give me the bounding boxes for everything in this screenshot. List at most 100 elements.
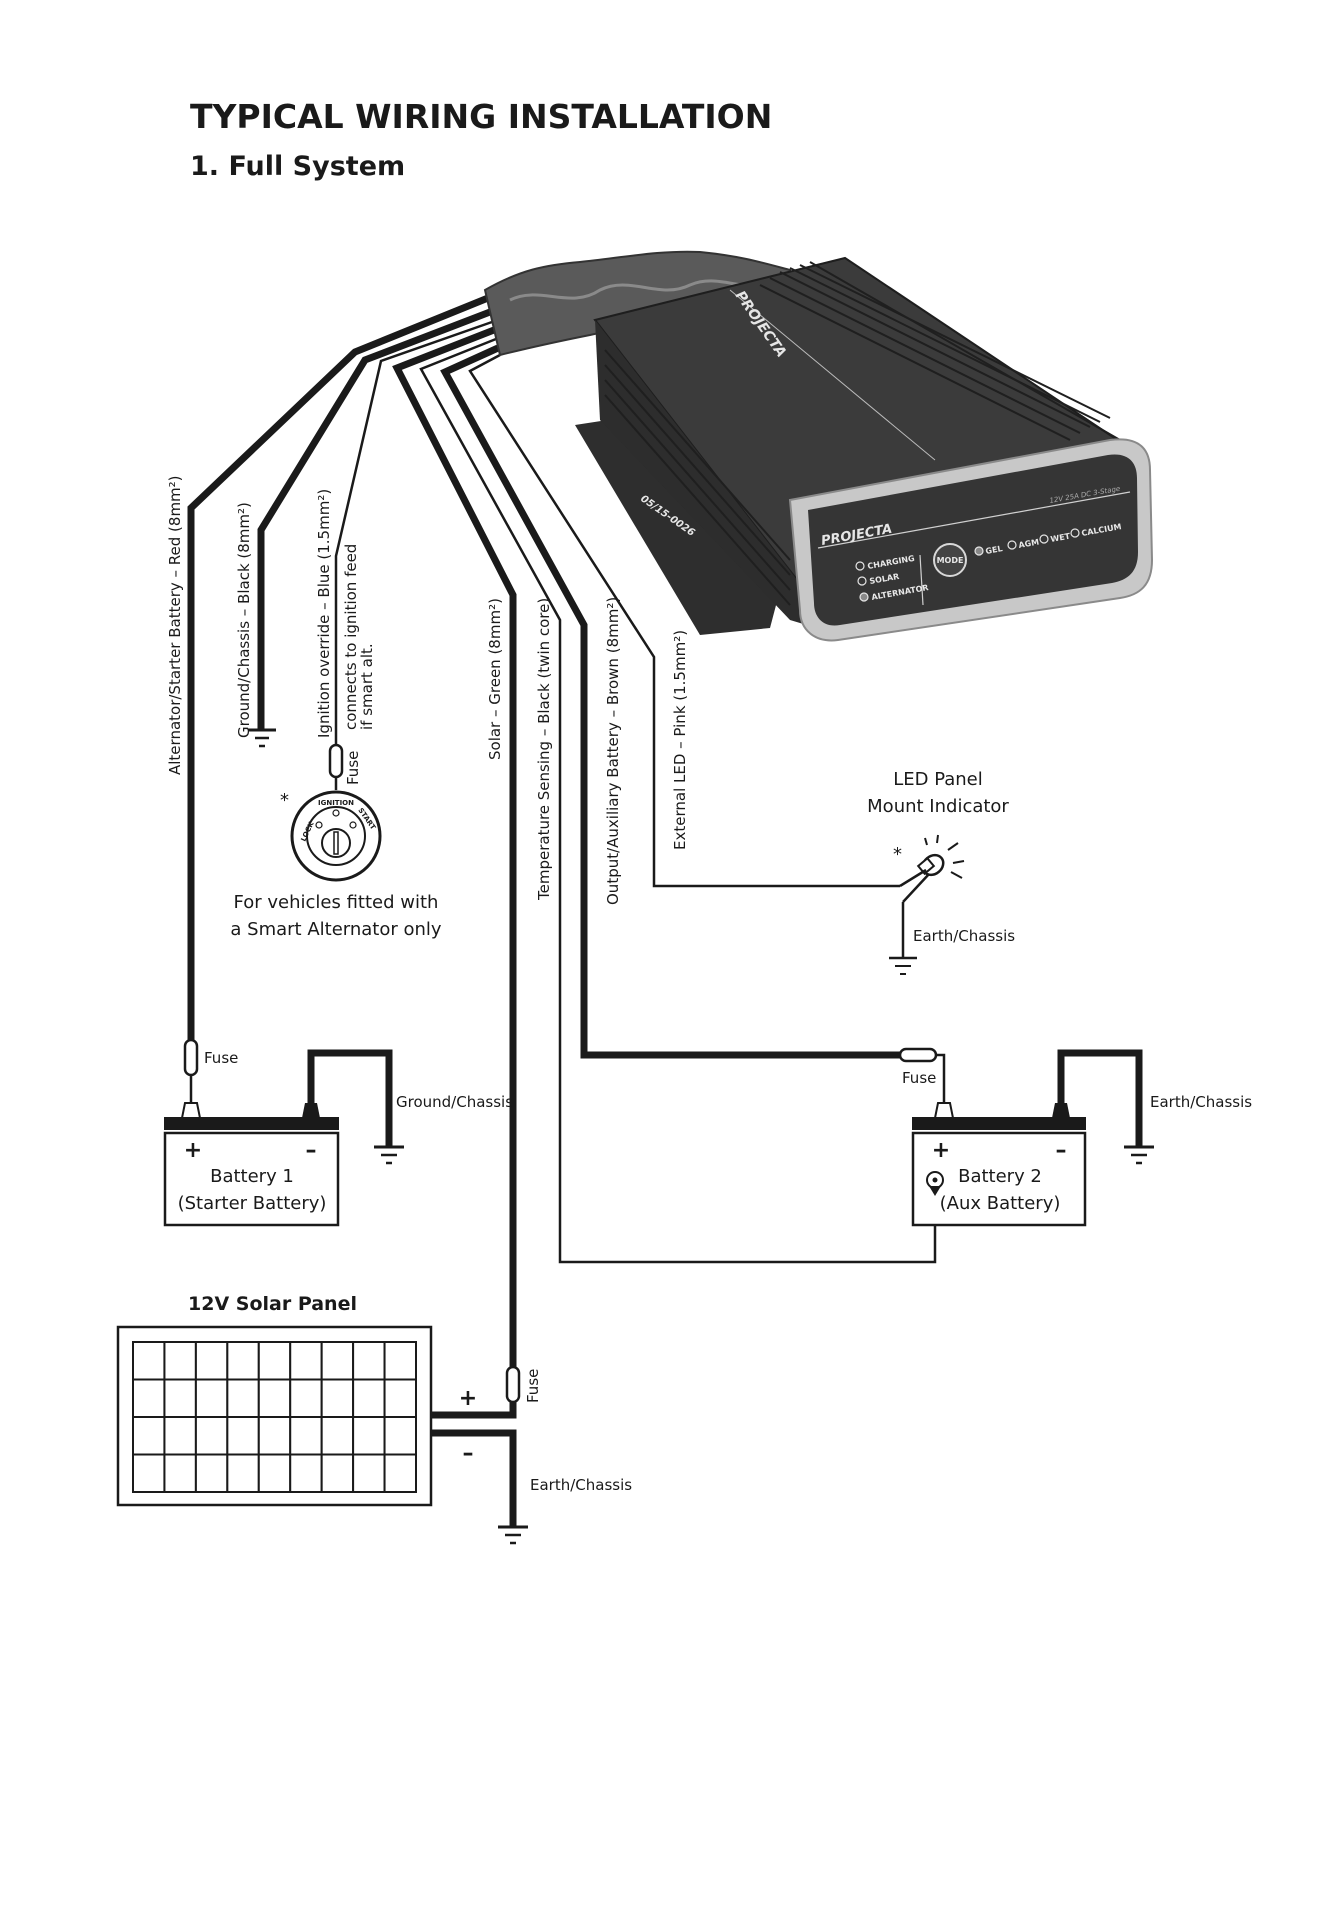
solar-cell [257,1378,292,1418]
solar-cell [163,1341,197,1381]
solar-panel-grid [132,1341,417,1493]
ground-symbol-solar [498,1525,528,1545]
led-indicator-icon[interactable] [899,834,965,903]
battery2-fuse-label: Fuse [902,1069,936,1087]
wire-temperature [419,337,937,1264]
ground-symbol-led [889,956,917,975]
solar-cell [257,1416,292,1456]
wire-bundle [187,294,937,1380]
ground-symbol-battery2 [1124,1145,1154,1165]
fuse-icon [328,743,344,779]
led-title-1: LED Panel [893,769,983,790]
label-ignition-note-2: if smart alt. [358,643,376,730]
battery1-pos-terminal [180,1102,202,1119]
solar-cell [289,1416,323,1456]
battery1-top [164,1117,339,1130]
solar-plus: + [459,1386,477,1411]
ignition-caption-1: For vehicles fitted with [234,892,439,913]
label-wire-alternator: Alternator/Starter Battery – Red (8mm²) [166,475,184,775]
battery1-fuse-label: Fuse [204,1049,238,1067]
battery2-ground-label: Earth/Chassis [1150,1093,1252,1111]
battery1-case [163,1131,340,1227]
label-wire-output: Output/Auxiliary Battery – Brown (8mm²) [604,597,622,905]
label-wire-external-led: External LED – Pink (1.5mm²) [671,630,689,850]
label-wire-temperature: Temperature Sensing – Black (twin core) [535,598,553,901]
solar-cell [257,1453,292,1493]
battery2-pos-terminal [933,1102,955,1119]
heat-fins [604,261,1121,606]
led-asterisk: * [893,844,902,865]
page-title: TYPICAL WIRING INSTALLATION [190,97,772,136]
label-wire-ground: Ground/Chassis – Black (8mm²) [235,502,253,738]
solar-cell [289,1453,323,1493]
led-title-2: Mount Indicator [867,796,1009,817]
battery2-minus: – [1056,1138,1067,1163]
ignition-asterisk: * [280,790,289,811]
wire-output [440,344,905,1059]
label-wire-ignition: Ignition override – Blue (1.5mm²) [315,489,333,738]
solar-cell [289,1341,323,1381]
solar-cell [320,1453,355,1493]
solar-cell [163,1378,197,1418]
solar-cell [383,1378,417,1418]
solar-cell [352,1453,386,1493]
solar-minus: – [463,1441,474,1466]
type-led-gel: GEL [974,544,1003,556]
solar-cell [132,1453,166,1493]
solar-cell [132,1378,166,1418]
solar-cell [320,1378,355,1418]
solar-cell [194,1378,229,1418]
solar-cell [352,1416,386,1456]
label-wire-solar: Solar – Green (8mm²) [486,598,504,760]
battery1-ground-label: Ground/Chassis [396,1093,513,1111]
battery1-minus: – [306,1138,317,1163]
battery1-name-2: (Starter Battery) [178,1193,327,1214]
solar-cell [383,1453,417,1493]
solar-cell [194,1453,229,1493]
cable-boot [483,250,797,357]
temperature-sensor-icon [926,1171,944,1196]
solar-cell [320,1416,355,1456]
battery2-top [912,1117,1086,1130]
mode-button[interactable]: MODE [933,543,967,577]
battery1-fuse-icon [183,1038,199,1077]
svg-text:WET: WET [1050,532,1072,544]
solar-cell [163,1453,197,1493]
boot-highlight [509,279,781,302]
solar-cell [320,1341,355,1381]
solar-panel-title: 12V Solar Panel [188,1293,357,1315]
wire-ignition [334,320,493,745]
solar-fuse-icon [505,1365,521,1404]
solar-ground-label: Earth/Chassis [530,1476,632,1494]
solar-cell [132,1341,166,1381]
battery-1: Fuse + – Battery 1 (Starter Battery) Gro… [163,1038,513,1227]
solar-cell [289,1378,323,1418]
battery1-name-1: Battery 1 [210,1166,294,1187]
wire-solar [392,326,517,1380]
solar-panel [116,1325,433,1507]
solar-cell [383,1416,417,1456]
solar-cell [226,1378,260,1418]
ground-symbol-battery1 [374,1145,404,1165]
type-led-agm: AGM [1007,538,1040,550]
solar-negative-wire [431,1429,517,1527]
battery1-plus: + [184,1138,202,1163]
wire-ground [257,308,492,730]
svg-text:MODE: MODE [937,556,964,565]
wire-external-led [468,353,900,888]
battery2-plus: + [932,1138,950,1163]
label-ignition-note-1: connects to ignition feed [342,544,360,730]
ignition-fuse-label: Fuse [344,751,362,785]
battery2-fuse-icon [898,1047,938,1063]
solar-cell [257,1341,292,1381]
solar-cell [226,1416,260,1456]
solar-cell [226,1453,260,1493]
solar-cell [194,1341,229,1381]
solar-cell [132,1416,166,1456]
solar-cell [383,1341,417,1381]
solar-cell [163,1416,197,1456]
solar-cell [194,1416,229,1456]
page-subtitle: 1. Full System [190,151,405,182]
ground-symbol-chassis-wire [248,728,276,748]
